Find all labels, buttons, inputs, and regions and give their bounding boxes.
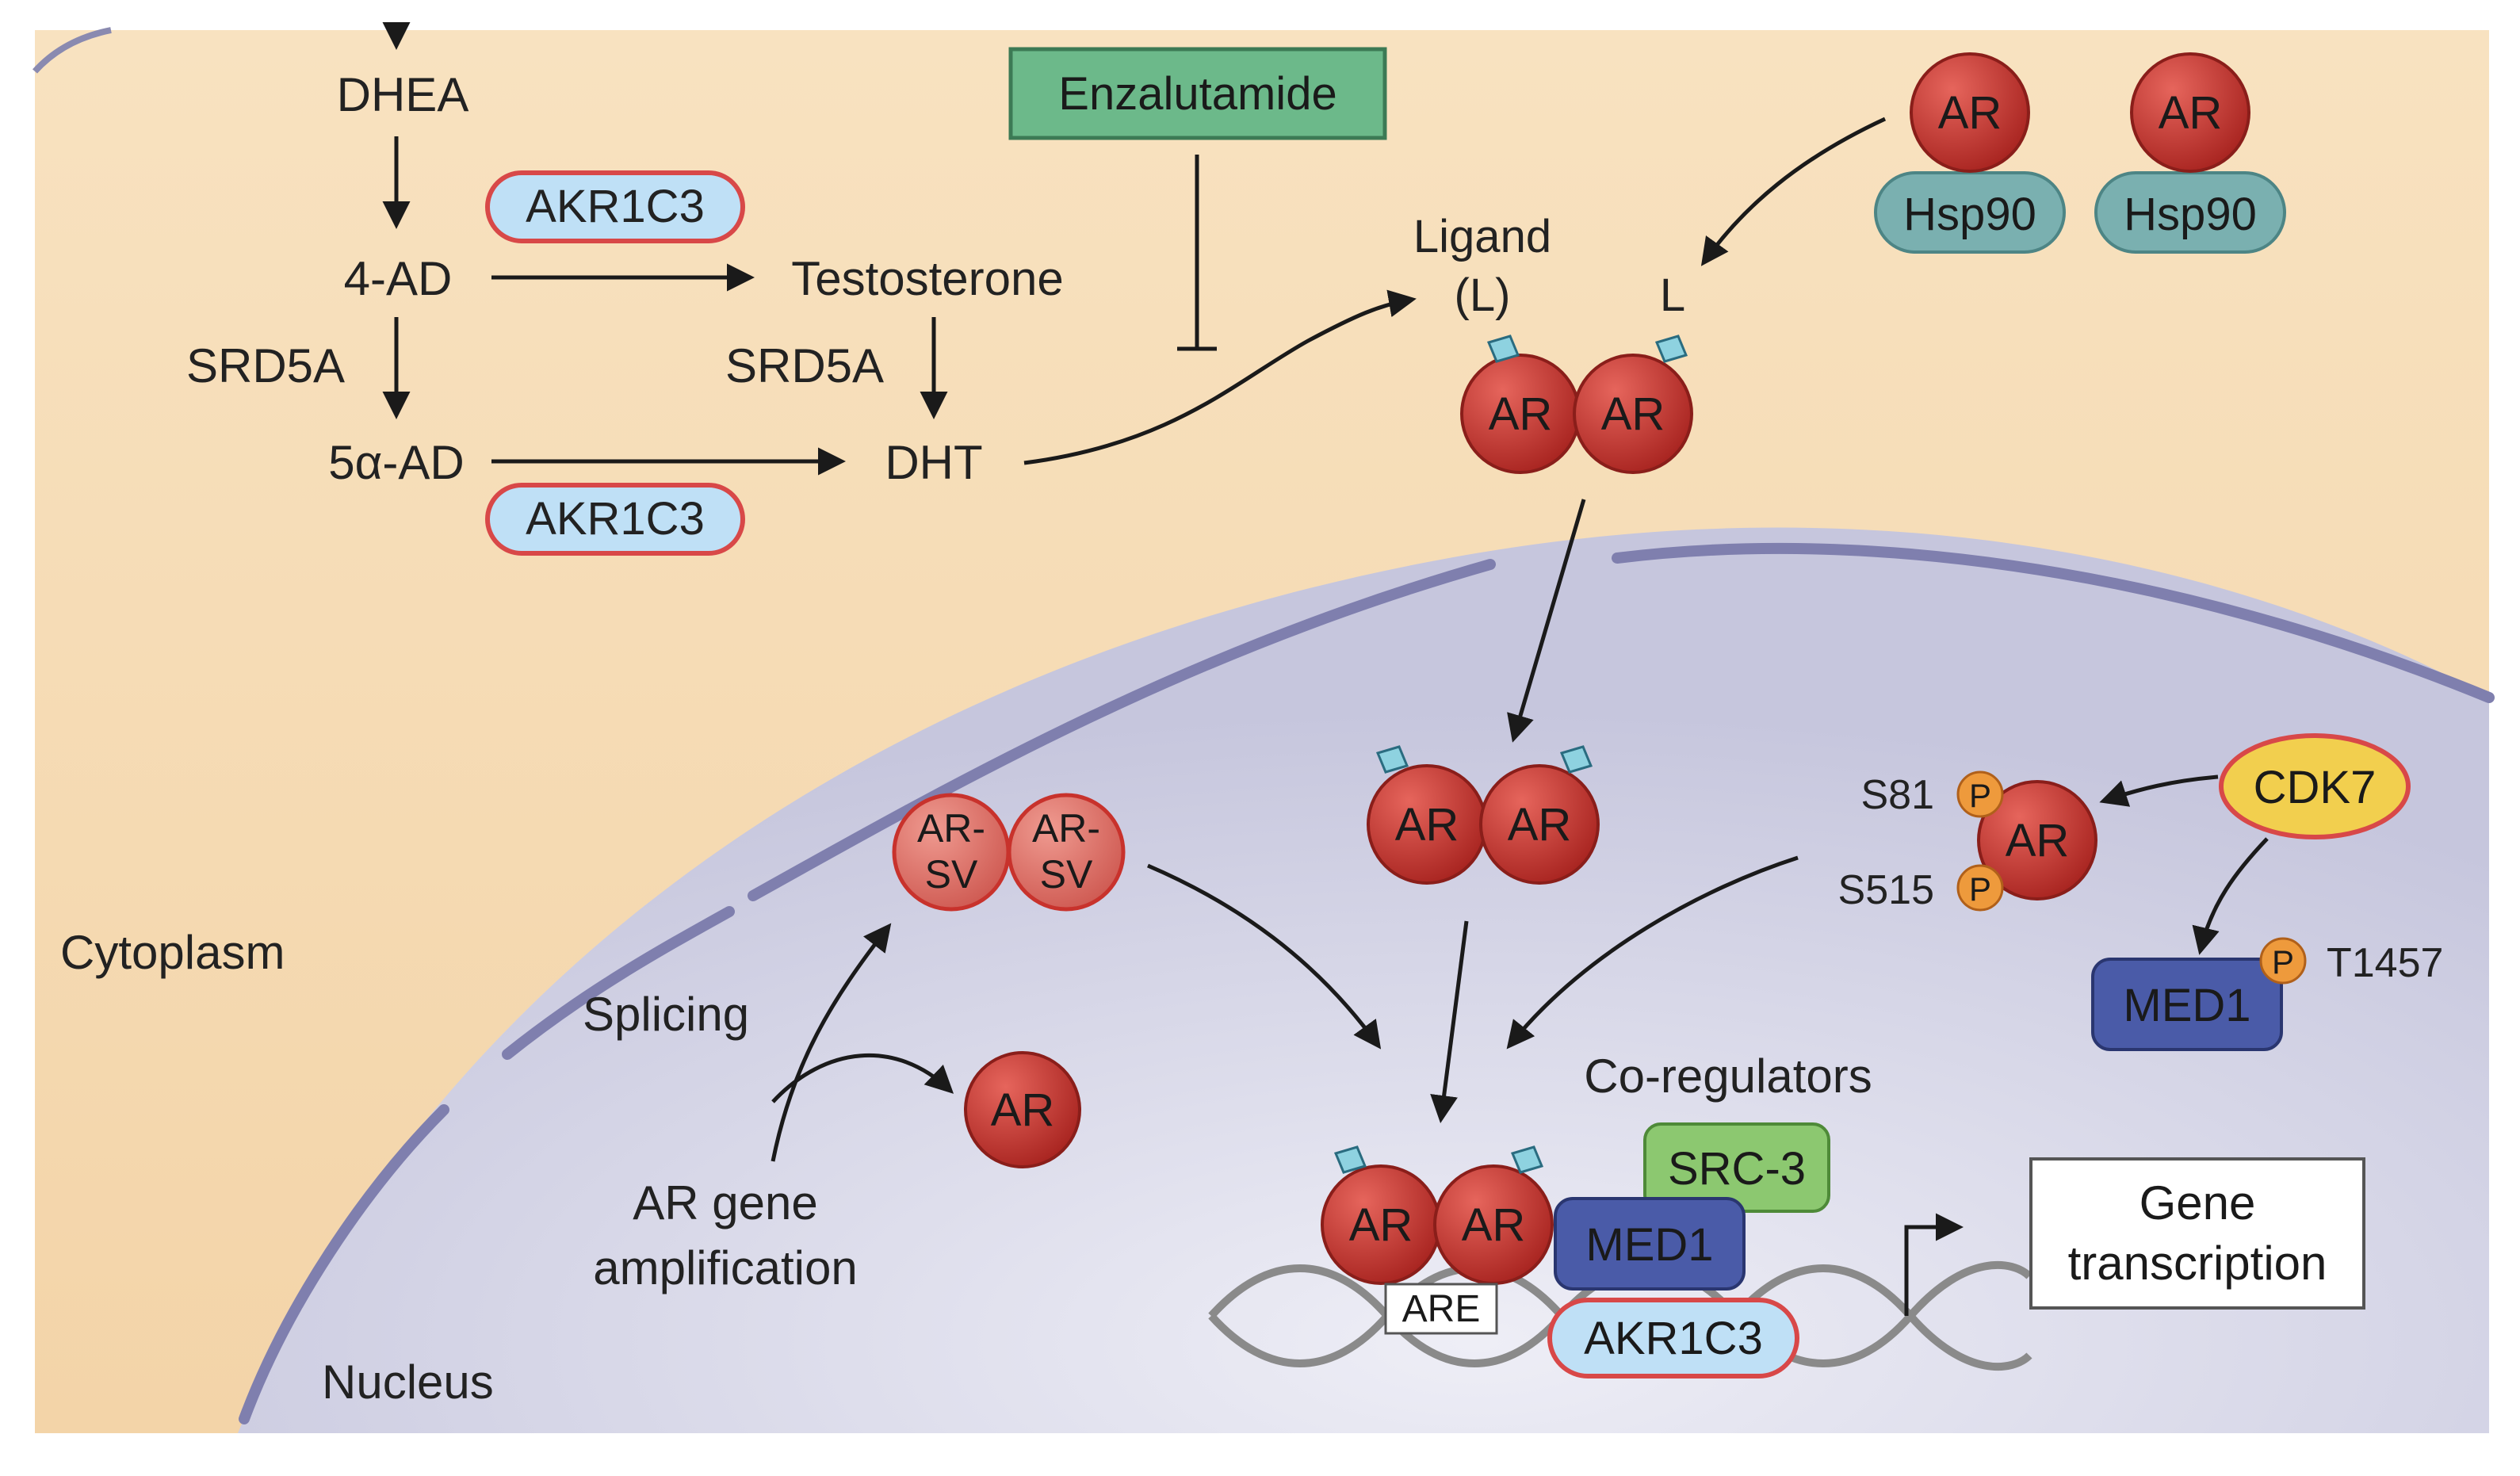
ar-hsp90-complex-2: Hsp90 AR [2094, 52, 2286, 254]
cdk7-to-ar-arrow [2099, 774, 2219, 807]
svg-text:P: P [1969, 777, 1991, 814]
cell-membrane [33, 27, 112, 74]
ar-dimer-nuclear: AR AR [1367, 745, 1600, 885]
ar-monomer-amplified: AR [964, 1051, 1081, 1168]
4ad-label: 4-AD [344, 252, 453, 305]
svg-text:AKR1C3: AKR1C3 [526, 181, 705, 232]
svg-text:CDK7: CDK7 [2254, 762, 2377, 813]
testosterone-label: Testosterone [791, 252, 1064, 305]
src3-node: SRC-3 [1643, 1122, 1830, 1213]
dimer-to-dna-arrow [1430, 920, 1469, 1123]
akr1c3-lower: AKR1C3 [485, 483, 745, 556]
nucleus-label: Nucleus [322, 1356, 494, 1409]
ar-sv-dimer: AR- SV AR- SV [892, 793, 1126, 912]
srd5a-left-label: SRD5A [186, 339, 345, 392]
svg-text:AR-: AR- [1032, 806, 1100, 851]
par-to-dna-arrow [1506, 855, 1799, 1050]
svg-text:transcription: transcription [2068, 1237, 2327, 1290]
transcription-start-arrow [1904, 1213, 1964, 1316]
svg-text:AR: AR [1395, 799, 1459, 851]
svg-text:P: P [1969, 870, 1991, 908]
ar-gene-label-line1: AR gene [633, 1176, 818, 1229]
enzalutamide-inhibition [1177, 155, 1217, 351]
svg-text:Enzalutamide: Enzalutamide [1058, 68, 1336, 120]
svg-text:P: P [2272, 943, 2294, 981]
svg-text:SRC-3: SRC-3 [1668, 1143, 1806, 1195]
nuclear-envelope [239, 542, 2495, 1424]
svg-text:AKR1C3: AKR1C3 [1584, 1313, 1763, 1364]
ar-dimer-dna-bound: AR AR [1321, 1145, 1554, 1285]
ligand-label: Ligand [1413, 211, 1551, 262]
p-s515-badge: P [1956, 864, 2004, 912]
ligand-l-label: (L) [1455, 270, 1511, 321]
svg-text:ARE: ARE [1402, 1288, 1481, 1330]
arsv-to-dna-arrow [1147, 863, 1382, 1050]
enzalutamide-box: Enzalutamide [1008, 47, 1387, 140]
5aad-label: 5α-AD [328, 436, 464, 489]
coregulators-label: Co-regulators [1584, 1050, 1872, 1103]
med1-phosphorylated: MED1 [2091, 958, 2283, 1051]
ar-gene-label-line2: amplification [593, 1241, 858, 1294]
p-s81-badge: P [1956, 771, 2004, 818]
cdk7-to-med1-arrow [2192, 837, 2269, 955]
hsp90-release-arrow [1700, 117, 1887, 266]
svg-text:AR: AR [2006, 815, 2070, 866]
svg-text:AR-: AR- [917, 806, 985, 851]
amplification-splicing-arrow [771, 923, 892, 1162]
amplification-ar-arrow [771, 1053, 954, 1103]
dhea-label: DHEA [337, 68, 469, 121]
svg-text:MED1: MED1 [2123, 980, 2250, 1031]
svg-text:AKR1C3: AKR1C3 [526, 493, 705, 545]
svg-text:Hsp90: Hsp90 [1903, 189, 2036, 240]
ar-dimer-ligand-bound: AR AR [1460, 335, 1693, 474]
s81-label: S81 [1860, 772, 1934, 818]
svg-text:Gene: Gene [2140, 1176, 2256, 1229]
cytoplasm-label: Cytoplasm [60, 926, 285, 979]
akr1c3-on-dna: AKR1C3 [1547, 1298, 1799, 1378]
ar-phosphorylated: AR [1977, 780, 2097, 901]
t1457-label: T1457 [2327, 940, 2443, 986]
steroid-pathway: DHEA 4-AD SRD5A 5α-AD Testosterone SRD5A… [186, 22, 1417, 556]
akr1c3-upper: AKR1C3 [485, 170, 745, 243]
svg-text:AR: AR [1601, 388, 1665, 440]
svg-text:Hsp90: Hsp90 [2124, 189, 2257, 240]
are-box: ARE [1384, 1283, 1498, 1335]
ar-hsp90-complex-1: Hsp90 AR [1874, 52, 2066, 254]
splicing-label: Splicing [583, 988, 749, 1041]
svg-text:AR: AR [1489, 388, 1553, 440]
svg-text:AR: AR [991, 1084, 1055, 1136]
cdk7-node: CDK7 [2219, 733, 2411, 839]
svg-text:AR: AR [1938, 87, 2002, 139]
l-label: L [1660, 270, 1685, 321]
p-t1457-badge: P [2259, 937, 2307, 985]
translocation-arrow [1507, 499, 1586, 743]
med1-on-dna: MED1 [1554, 1197, 1746, 1291]
gene-transcription-box: Gene transcription [2029, 1157, 2365, 1310]
svg-text:AR: AR [1462, 1199, 1526, 1251]
svg-text:MED1: MED1 [1585, 1219, 1713, 1271]
dht-label: DHT [885, 436, 982, 489]
nucleus-region [238, 527, 2489, 1434]
svg-text:AR: AR [1349, 1199, 1413, 1251]
svg-text:AR: AR [1508, 799, 1572, 851]
svg-text:AR: AR [2159, 87, 2223, 139]
svg-text:SV: SV [925, 852, 978, 897]
s515-label: S515 [1838, 867, 1934, 913]
srd5a-right-label: SRD5A [725, 339, 884, 392]
svg-text:SV: SV [1040, 852, 1093, 897]
